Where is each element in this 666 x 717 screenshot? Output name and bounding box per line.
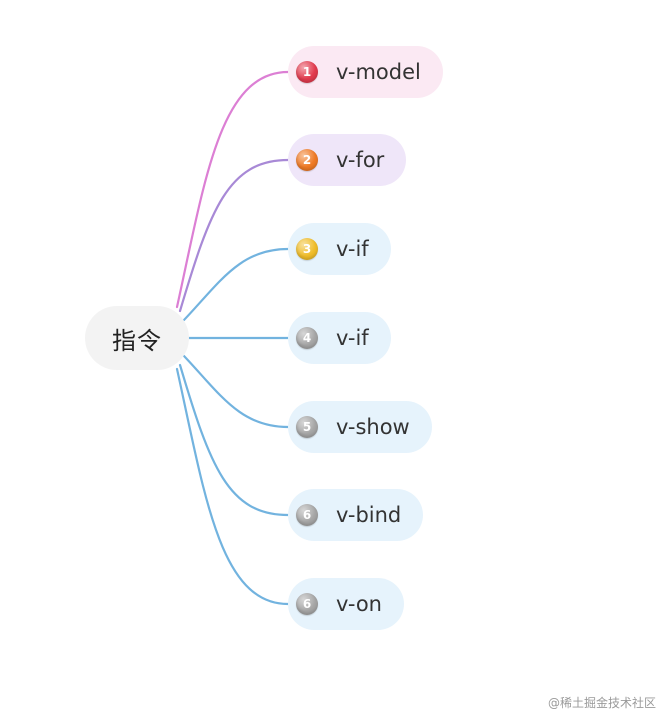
node-6[interactable]: 6 v-bind <box>288 489 424 541</box>
priority-2-icon: 2 <box>296 149 318 171</box>
node-2[interactable]: 2 v-for <box>288 134 407 186</box>
node-label: v-bind <box>336 503 402 527</box>
node-label: v-on <box>336 592 382 616</box>
connector-line-1 <box>175 70 290 309</box>
node-label: v-model <box>336 60 421 84</box>
node-4[interactable]: 4 v-if <box>288 312 391 364</box>
priority-4-icon: 4 <box>296 327 318 349</box>
priority-5-icon: 5 <box>296 416 318 438</box>
connector-line-7 <box>175 367 290 606</box>
connector-line-5 <box>182 354 290 429</box>
node-label: v-if <box>336 237 369 261</box>
node-7[interactable]: 6 v-on <box>288 578 404 630</box>
node-1[interactable]: 1 v-model <box>288 46 443 98</box>
priority-6-icon: 6 <box>296 504 318 526</box>
root-node[interactable]: 指令 <box>85 306 189 370</box>
node-label: v-for <box>336 148 385 172</box>
node-label: v-if <box>336 326 369 350</box>
priority-6-icon: 6 <box>296 593 318 615</box>
node-5[interactable]: 5 v-show <box>288 401 432 453</box>
node-3[interactable]: 3 v-if <box>288 223 391 275</box>
connector-line-3 <box>182 247 290 322</box>
priority-1-icon: 1 <box>296 61 318 83</box>
watermark: @稀土掘金技术社区 <box>547 696 656 710</box>
connector-line-2 <box>178 158 290 313</box>
priority-3-icon: 3 <box>296 238 318 260</box>
connector-line-6 <box>178 363 290 517</box>
root-label: 指令 <box>112 326 162 355</box>
node-label: v-show <box>336 415 410 439</box>
